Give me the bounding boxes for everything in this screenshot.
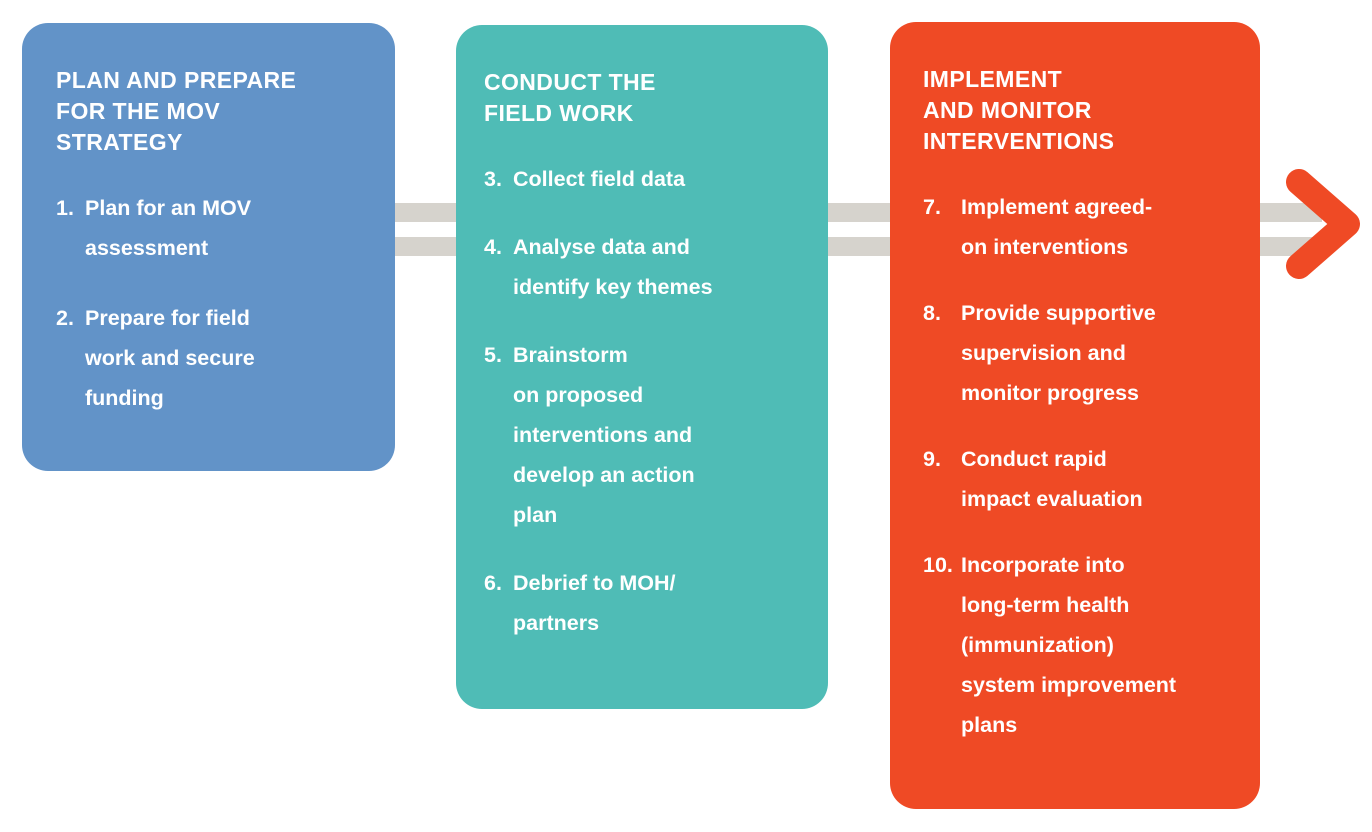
- step-number: 8.: [923, 301, 941, 325]
- list-item: 5. Brainstorm on proposed interventions …: [484, 335, 802, 535]
- connector-bar-top: [1252, 203, 1322, 222]
- double-bar-connector-icon-2: [816, 203, 896, 256]
- list-item: 4. Analyse data and identify key themes: [484, 227, 802, 307]
- connector-bar-top: [816, 203, 896, 222]
- step-text: Implement agreed- on interventions: [961, 195, 1153, 259]
- step-number: 5.: [484, 343, 502, 367]
- list-item: 7. Implement agreed- on interventions: [923, 187, 1234, 267]
- step-list: 1. Plan for an MOV assessment 2. Prepare…: [56, 188, 369, 418]
- step-text: Analyse data and identify key themes: [513, 235, 713, 299]
- list-item: 9. Conduct rapid impact evaluation: [923, 439, 1234, 519]
- step-text: Provide supportive supervision and monit…: [961, 301, 1156, 405]
- list-item: 10. Incorporate into long-term health (i…: [923, 545, 1234, 745]
- step-number: 6.: [484, 571, 502, 595]
- step-list: 3. Collect field data 4. Analyse data an…: [484, 159, 802, 643]
- stage-card-implement-and-monitor-interventions[interactable]: IMPLEMENT AND MONITOR INTERVENTIONS 7. I…: [890, 22, 1260, 809]
- list-item: 3. Collect field data: [484, 159, 802, 199]
- stage-card-conduct-the-field-work[interactable]: CONDUCT THE FIELD WORK 3. Collect field …: [456, 25, 828, 709]
- step-text: Collect field data: [513, 167, 686, 191]
- step-number: 3.: [484, 167, 502, 191]
- step-text: Conduct rapid impact evaluation: [961, 447, 1143, 511]
- step-text: Debrief to MOH/ partners: [513, 571, 676, 635]
- stage-card-plan-and-prepare[interactable]: PLAN AND PREPARE FOR THE MOV STRATEGY 1.…: [22, 23, 395, 471]
- connector-bar-top: [382, 203, 462, 222]
- list-item: 8. Provide supportive supervision and mo…: [923, 293, 1234, 413]
- step-text: Prepare for field work and secure fundin…: [85, 306, 255, 410]
- step-number: 7.: [923, 195, 941, 219]
- stage-title: PLAN AND PREPARE FOR THE MOV STRATEGY: [56, 67, 297, 155]
- stage-title: CONDUCT THE FIELD WORK: [484, 69, 656, 126]
- step-text: Brainstorm on proposed interventions and…: [513, 343, 695, 527]
- step-number: 10.: [923, 553, 953, 577]
- step-number: 2.: [56, 306, 74, 330]
- chevron-right-arrow-icon: [1286, 169, 1360, 279]
- connector-bar-bottom: [382, 237, 462, 256]
- stage-title: IMPLEMENT AND MONITOR INTERVENTIONS: [923, 66, 1115, 154]
- step-number: 1.: [56, 196, 74, 220]
- list-item: 2. Prepare for field work and secure fun…: [56, 298, 369, 418]
- step-number: 4.: [484, 235, 502, 259]
- step-text: Incorporate into long-term health (immun…: [961, 553, 1177, 737]
- step-list: 7. Implement agreed- on interventions 8.…: [923, 187, 1234, 745]
- list-item: 6. Debrief to MOH/ partners: [484, 563, 802, 643]
- double-bar-connector-icon-1: [382, 203, 462, 256]
- step-text: Plan for an MOV assessment: [85, 196, 252, 260]
- connector-bar-bottom: [816, 237, 896, 256]
- list-item: 1. Plan for an MOV assessment: [56, 188, 369, 268]
- step-number: 9.: [923, 447, 941, 471]
